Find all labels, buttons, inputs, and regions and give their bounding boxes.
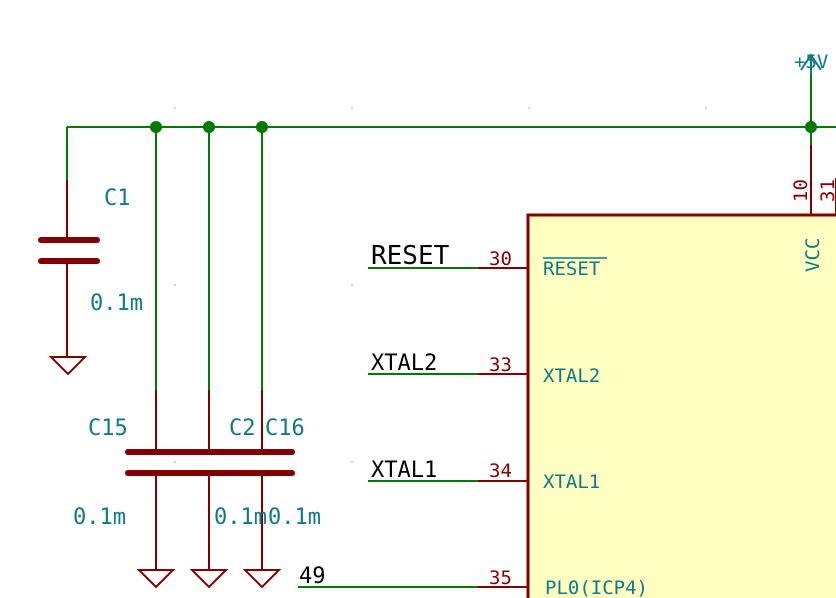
junction-dot [256, 121, 268, 133]
pin-name: VCC [802, 238, 824, 272]
pin-number: 34 [489, 460, 512, 482]
pin-name: XTAL2 [543, 365, 600, 387]
c15-value: 0.1m [73, 505, 126, 530]
net-label-49[interactable]: 49 [299, 564, 326, 589]
ground-icon [242, 569, 282, 589]
ground-icon [136, 569, 176, 589]
net-wires [298, 267, 478, 588]
power-symbol-5v[interactable]: +5V [794, 51, 828, 75]
junction-dot [203, 121, 215, 133]
pin-number: 33 [489, 354, 512, 376]
net-label-xtal1[interactable]: XTAL1 [371, 458, 437, 483]
power-label: +5V [794, 51, 828, 73]
c16-value: 0.1m [268, 505, 321, 530]
grid-dots [174, 107, 707, 463]
capacitor-c1[interactable]: C1 0.1m [38, 180, 143, 376]
pin-number: 35 [489, 567, 512, 589]
c15-ref: C15 [88, 416, 128, 441]
ic-pins [478, 145, 836, 588]
c2-ref: C2 [229, 416, 256, 441]
c16-ref: C16 [265, 416, 305, 441]
c2-value: 0.1m [214, 505, 267, 530]
pin-number: 31 [817, 179, 836, 202]
c1-ref: C1 [104, 186, 131, 211]
junctions [150, 121, 817, 133]
capacitor-bank[interactable]: C15 C2 C16 0.1m 0.1m 0.1m [73, 390, 321, 589]
pin-name: PL0(ICP4) [545, 577, 648, 598]
ic-body[interactable] [526, 213, 836, 598]
c1-value: 0.1m [90, 291, 143, 316]
pin-number: 30 [489, 248, 512, 270]
vcc-rail [66, 75, 836, 390]
pin-name: RESET [543, 258, 600, 280]
net-label-xtal2[interactable]: XTAL2 [371, 351, 437, 376]
pin-name: XTAL1 [543, 471, 600, 493]
net-label-reset[interactable]: RESET [371, 241, 450, 271]
pin-number: 10 [790, 179, 812, 202]
ground-icon [189, 569, 229, 589]
junction-dot [805, 121, 817, 133]
junction-dot [150, 121, 162, 133]
